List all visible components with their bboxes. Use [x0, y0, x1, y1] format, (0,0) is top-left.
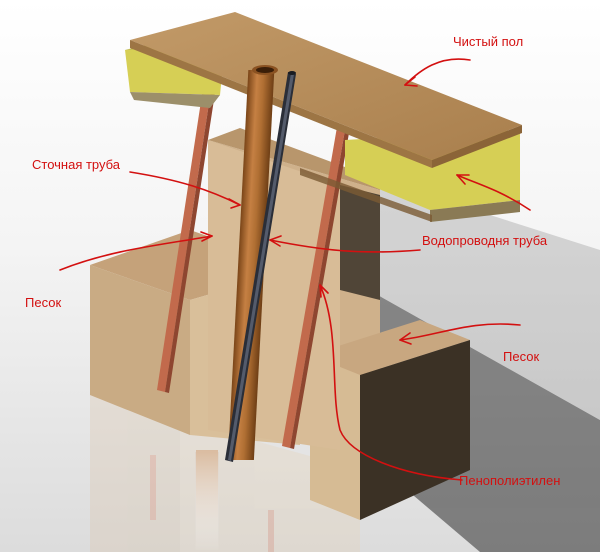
label-sand-left: Песок	[25, 295, 62, 310]
foam-strip-left	[157, 75, 217, 393]
annotation-arrows	[59, 58, 531, 481]
label-clean-floor: Чистый пол	[453, 34, 524, 49]
label-polyethylene-foam: Пенополиэтилен	[459, 473, 561, 488]
label-sand-right: Песок	[503, 349, 540, 364]
foam-strip-right	[282, 127, 349, 449]
sewer-pipe	[196, 65, 278, 552]
floor-board	[130, 12, 522, 168]
label-water-pipe: Водопроводня труба	[422, 233, 548, 248]
water-pipe	[225, 71, 296, 462]
label-sewer-pipe: Сточная труба	[32, 157, 121, 172]
underside-board	[300, 168, 432, 222]
